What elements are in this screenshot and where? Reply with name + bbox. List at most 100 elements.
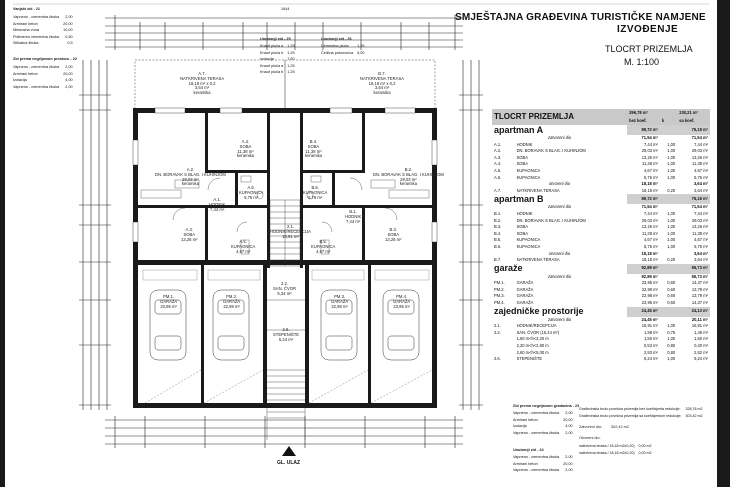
spacer bbox=[660, 274, 677, 281]
room-label-line: A.5. bbox=[239, 239, 247, 244]
room-coef: 0,60 bbox=[667, 286, 676, 292]
subsection-total: 24,45 m² bbox=[641, 316, 658, 322]
room-label-line: 23,95 m² bbox=[393, 303, 410, 309]
room-label-line: B.2. bbox=[404, 167, 413, 172]
room-id: B.4. bbox=[494, 230, 502, 236]
subsection-label: otvoreni dio bbox=[548, 181, 571, 187]
room-coef: 1,00 bbox=[667, 167, 676, 173]
room-name: 2,60 m<h<5,00 m bbox=[516, 349, 549, 355]
spacer bbox=[660, 204, 677, 211]
room-label-line: 22,98 m² bbox=[223, 303, 240, 309]
room-area-with-coef: 29,03 m² bbox=[691, 148, 708, 154]
legend-layer-value: 0,00 m2 bbox=[638, 444, 652, 448]
room-label-line: SOBA bbox=[307, 143, 320, 149]
room-label-line: 13,26 m² bbox=[181, 236, 198, 242]
room-area: 23,95 m² bbox=[641, 280, 658, 286]
subsection-total: 71,54 m² bbox=[641, 204, 658, 210]
column-header-without-coef: bez koef. bbox=[627, 117, 660, 125]
legend-layer-value: 20,00 bbox=[563, 417, 573, 422]
room-coef: 0,20 bbox=[667, 187, 676, 193]
section-name: garaže bbox=[494, 263, 523, 274]
room-name: NATKRIVENA TERASA bbox=[516, 257, 560, 263]
legend-layer-value: 2,00 bbox=[565, 455, 573, 459]
spacer bbox=[659, 306, 678, 317]
room-id: A.3. bbox=[494, 154, 502, 160]
room-area-with-coef: 11,38 m² bbox=[692, 161, 708, 167]
room-label-line: A.6. bbox=[247, 185, 255, 190]
room-coef: 1,00 bbox=[667, 154, 676, 160]
drawing-subtitle-phase: IZVOĐENJE bbox=[617, 24, 679, 35]
room-id: A.7. bbox=[494, 187, 502, 193]
legend-layer-value: 2,00 bbox=[565, 411, 573, 415]
legend-layer-name: Vapneno - cementna žbuka bbox=[13, 65, 60, 69]
subsection-label: zatvoreni dio bbox=[547, 273, 572, 279]
room-label-line: STEPENIŠTE bbox=[273, 331, 300, 337]
room-area: 29,03 m² bbox=[641, 217, 658, 223]
room-id: A.2. bbox=[494, 148, 502, 154]
room-area-with-coef: 1,49 m² bbox=[694, 329, 708, 335]
room-area-with-coef: 13,79 m² bbox=[691, 293, 708, 299]
room-id: PM.2. bbox=[494, 286, 505, 292]
room-name: SOBA bbox=[516, 161, 528, 167]
room-coef: 1,00 bbox=[667, 217, 676, 223]
room-label-line: PM.2. bbox=[226, 294, 238, 299]
section-total: 89,72 m² bbox=[627, 125, 660, 135]
room-area: 5,76 m² bbox=[644, 243, 658, 249]
room-name: SOBA bbox=[516, 154, 528, 160]
spacer bbox=[659, 125, 678, 135]
room-coef: 1,00 bbox=[667, 243, 676, 249]
room-coef: 0,60 bbox=[667, 293, 676, 299]
room-label-line: SAN. ČVOR bbox=[273, 285, 297, 291]
room-label-line: NATKRIVENA TERASA bbox=[180, 75, 225, 81]
room-name: 1,50 m<h<2,20 m bbox=[516, 336, 549, 342]
room-label-line: HODNIK bbox=[345, 213, 362, 219]
section-name: apartman B bbox=[494, 194, 544, 205]
room-label-line: B.4. bbox=[309, 139, 318, 144]
legend-layer-value: 1,25 bbox=[287, 70, 295, 75]
legend-layer-name: Vapneno - cementna žbuka bbox=[513, 430, 560, 435]
subsection-total-with-coef: 71,54 m² bbox=[691, 135, 708, 140]
room-area: 5,76 m² bbox=[644, 174, 658, 180]
spacer bbox=[659, 194, 678, 205]
legend-layer-value: 4,00 bbox=[565, 424, 573, 429]
room-label-line: 5,34 m² bbox=[277, 290, 292, 296]
room-area: 5,24 m² bbox=[644, 356, 658, 362]
legend-layer-value: 4,00 bbox=[65, 78, 73, 83]
room-area: 13,26 m² bbox=[641, 224, 658, 230]
drawing-plan-name: TLOCRT PRIZEMLJA bbox=[605, 44, 693, 54]
room-label-line: 7,44 m² bbox=[210, 206, 225, 212]
legend-layer-value: 2,00 bbox=[565, 430, 573, 435]
room-label-line: keramika bbox=[305, 153, 322, 159]
room-label-line: keramika bbox=[373, 90, 391, 96]
room-label-line: 23,95 m² bbox=[160, 303, 177, 309]
room-id: B.3. bbox=[494, 224, 502, 230]
room-area-with-coef: 1,50 m² bbox=[694, 336, 708, 342]
open-part-table: natkrivena terasa / 18,18 m2x0,20)0,00 m… bbox=[577, 443, 654, 456]
room-name: SAN. ČVOR (15,44 m²) bbox=[516, 329, 560, 335]
legend-layer-name: Čelična pokrovnica bbox=[321, 50, 354, 55]
legend-row: natkrivena terasa / 18,18 m2x0,20)0,00 m… bbox=[577, 450, 654, 457]
legend-layer-name: Mineralna vuna bbox=[13, 28, 39, 33]
legend-title: Vanjski zid - 21 bbox=[13, 7, 41, 11]
legend-layer-value: 20,00 bbox=[63, 71, 73, 76]
main-entry-label: GL. ULAZ bbox=[277, 460, 301, 466]
room-area-with-coef: 14,37 m² bbox=[691, 280, 708, 286]
legend-layer-name: Građevinska bruto površina prizemlja bez… bbox=[579, 407, 681, 411]
